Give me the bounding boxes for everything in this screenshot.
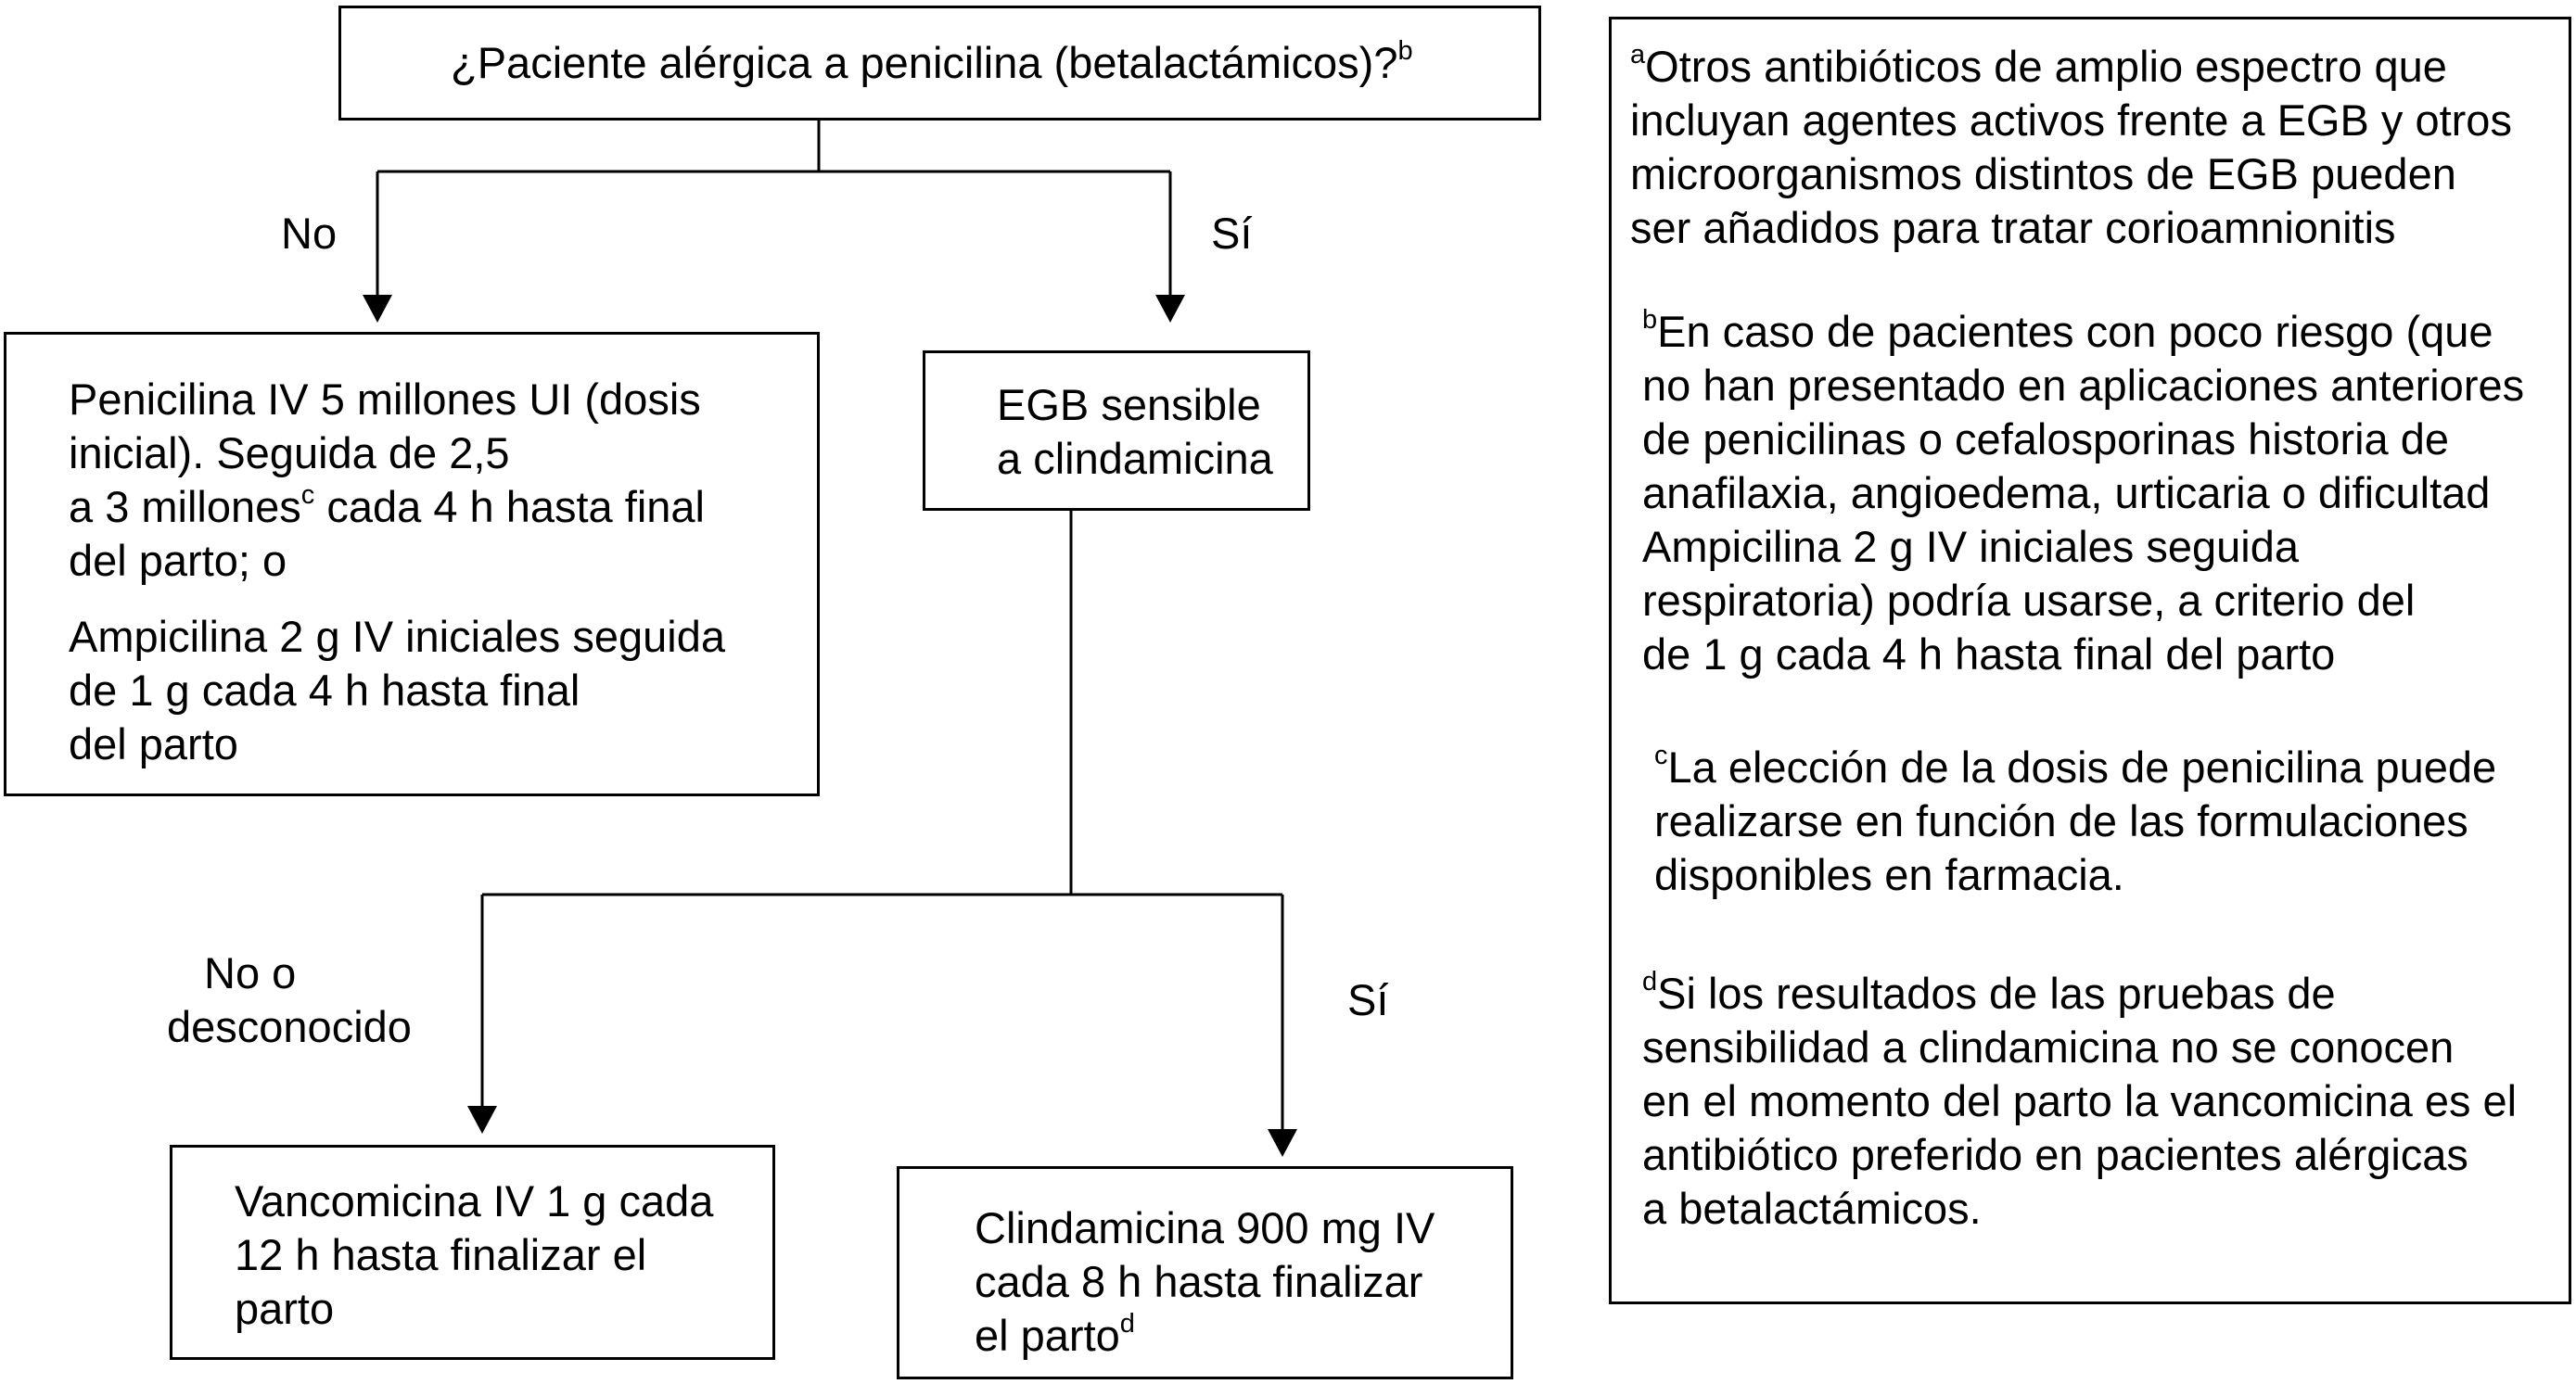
note-b-mark: b [1642, 305, 1658, 335]
arrowhead-to-penicillin [363, 295, 392, 323]
penicillin-box: Penicilina IV 5 millones UI (dosis inici… [4, 332, 820, 796]
note-a-mark: a [1630, 40, 1646, 70]
penicillin-line-5: Ampicilina 2 g IV iniciales seguida [69, 612, 725, 661]
penicillin-line-3: a 3 millonesc cada 4 h hasta final [69, 480, 705, 532]
question-label: ¿Paciente alérgica a penicilina (betalac… [451, 38, 1398, 87]
clindamycin-line-2: cada 8 h hasta finalizar [975, 1257, 1423, 1306]
note-d-line-3: en el momento del parto la vancomicina e… [1642, 1076, 2518, 1125]
note-c-line-3: disponibles en farmacia. [1654, 850, 2124, 899]
question-footnote-mark: b [1397, 36, 1413, 66]
penicillin-line-7: del parto [69, 719, 238, 768]
egb-sensitivity-box: EGB sensible a clindamicina [923, 350, 1310, 511]
note-d-line-4: antibiótico preferido en pacientes alérg… [1642, 1130, 2468, 1179]
branch-no-label: No [281, 209, 338, 258]
note-c-line-2: realizarse en función de las formulacion… [1654, 796, 2468, 845]
note-a-line-3: microorganismos distintos de EGB pueden [1630, 149, 2456, 198]
penicillin-line-4: del parto; o [69, 536, 287, 585]
note-b-line-1: bEn caso de pacientes con poco riesgo (q… [1642, 305, 2493, 357]
branch-unknown-label-2: desconocido [167, 1002, 412, 1051]
penicillin-line-2: inicial). Seguida de 2,5 [69, 428, 510, 477]
egb-line-2: a clindamicina [997, 434, 1273, 483]
penicillin-line-6: de 1 g cada 4 h hasta final [69, 666, 580, 715]
clindamycin-box: Clindamicina 900 mg IV cada 8 h hasta fi… [897, 1166, 1513, 1379]
note-a-line-1: aOtros antibióticos de amplio espectro q… [1630, 40, 2447, 92]
note-c-line-1: cLa elección de la dosis de penicilina p… [1654, 741, 2497, 793]
vancomycin-line-3: parto [235, 1284, 335, 1333]
clindamycin-line-1: Clindamicina 900 mg IV [975, 1203, 1435, 1252]
footnotes-box: aOtros antibióticos de amplio espectro q… [1609, 17, 2571, 1304]
note-b-line-5: Ampicilina 2 g IV iniciales seguida [1642, 522, 2299, 571]
note-b-line-4: anafilaxia, angioedema, urticaria o difi… [1642, 468, 2491, 517]
note-d-line-5: a betalactámicos. [1642, 1184, 1982, 1233]
branch-yes-label: Sí [1211, 209, 1253, 258]
question-text: ¿Paciente alérgica a penicilina (betalac… [451, 36, 1413, 90]
clindamycin-footnote-mark: d [1119, 1309, 1135, 1339]
clindamycin-line-3: el partod [975, 1309, 1135, 1361]
vancomycin-line-1: Vancomicina IV 1 g cada [235, 1176, 714, 1225]
question-box: ¿Paciente alérgica a penicilina (betalac… [338, 6, 1541, 121]
note-b-line-7: de 1 g cada 4 h hasta final del parto [1642, 629, 2336, 679]
note-a-line-2: incluyan agentes activos frente a EGB y … [1630, 95, 2512, 145]
branch-sensitive-label: Sí [1347, 975, 1389, 1024]
vancomycin-line-2: 12 h hasta finalizar el [235, 1230, 647, 1279]
branch-unknown-label-1: No o [204, 948, 297, 997]
note-b-line-2: no han presentado en aplicaciones anteri… [1642, 361, 2525, 410]
arrowhead-to-egb [1155, 295, 1185, 323]
note-b-line-3: de penicilinas o cefalosporinas historia… [1642, 414, 2450, 463]
note-a-line-4: ser añadidos para tratar corioamnionitis [1630, 203, 2396, 252]
note-b-line-6: respiratoria) podría usarse, a criterio … [1642, 576, 2416, 625]
note-d-line-2: sensibilidad a clindamicina no se conoce… [1642, 1022, 2455, 1072]
penicillin-footnote-mark: c [300, 480, 315, 510]
note-d-line-1: dSi los resultados de las pruebas de [1642, 967, 2336, 1019]
egb-line-1: EGB sensible [997, 380, 1261, 429]
vancomycin-box: Vancomicina IV 1 g cada 12 h hasta final… [170, 1145, 775, 1360]
note-c-mark: c [1654, 741, 1668, 770]
note-d-mark: d [1642, 967, 1658, 997]
penicillin-line-1: Penicilina IV 5 millones UI (dosis [69, 375, 701, 424]
arrowhead-to-clindamycin [1268, 1129, 1297, 1157]
arrowhead-to-vancomycin [467, 1106, 497, 1134]
